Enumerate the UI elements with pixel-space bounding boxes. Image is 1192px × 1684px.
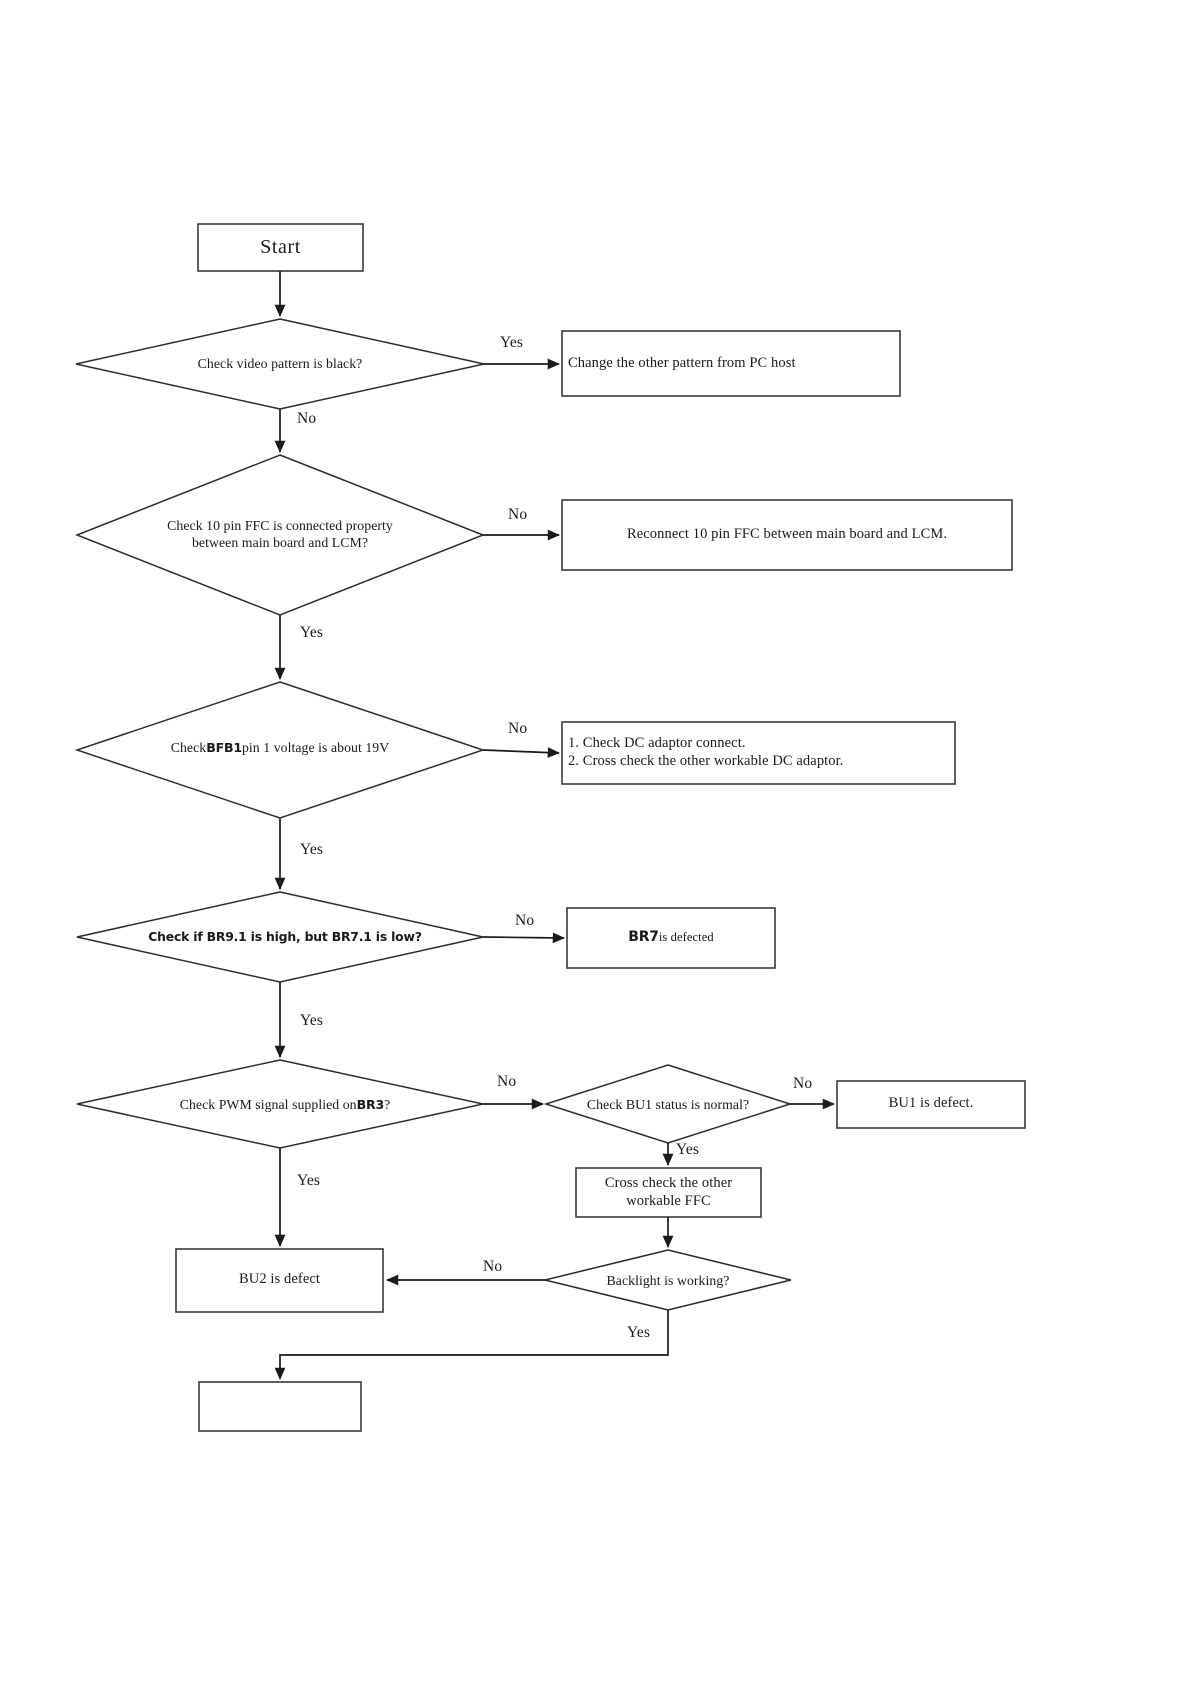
node-d3-shape — [74, 681, 486, 819]
node-d2-shape — [74, 454, 486, 616]
edge-label-d5-no: No — [497, 1073, 517, 1090]
edge-label-d5-yes: Yes — [297, 1172, 321, 1189]
node-a7-shape — [175, 1248, 384, 1313]
node-d4-shape — [76, 891, 484, 983]
node-a3-shape — [561, 721, 956, 785]
node-d5-shape — [76, 1059, 484, 1149]
edge-d7-yes-to-end — [274, 1310, 669, 1380]
edge-label-d4-no: No — [515, 912, 535, 929]
edge-label-d1-yes: Yes — [500, 334, 524, 351]
edge-label-d7-no: No — [483, 1258, 503, 1275]
edge-label-d6-yes: Yes — [676, 1141, 700, 1158]
edge-label-d7-yes: Yes — [627, 1324, 651, 1341]
edge-d3-no-to-a3 — [482, 747, 560, 758]
edge-label-d3-yes: Yes — [300, 841, 324, 858]
node-d7-shape — [544, 1249, 792, 1311]
edge-d4-no-to-a4 — [482, 932, 565, 944]
node-end-shape — [198, 1381, 362, 1432]
node-a4-shape — [566, 907, 776, 969]
node-start-shape — [197, 223, 364, 272]
edge-label-d6-no: No — [793, 1075, 813, 1092]
edge-label-d4-yes: Yes — [300, 1012, 324, 1029]
node-a2-shape — [561, 499, 1013, 571]
node-d1-shape — [75, 318, 485, 410]
node-a6-shape — [575, 1167, 762, 1218]
node-a1-shape — [561, 330, 901, 397]
edge-label-d3-no: No — [508, 720, 528, 737]
node-d6-shape — [543, 1064, 793, 1144]
edge-label-d2-yes: Yes — [300, 624, 324, 641]
node-a5-shape — [836, 1080, 1026, 1129]
edge-label-d1-no: No — [297, 410, 317, 427]
edge-label-d2-no: No — [508, 506, 528, 523]
